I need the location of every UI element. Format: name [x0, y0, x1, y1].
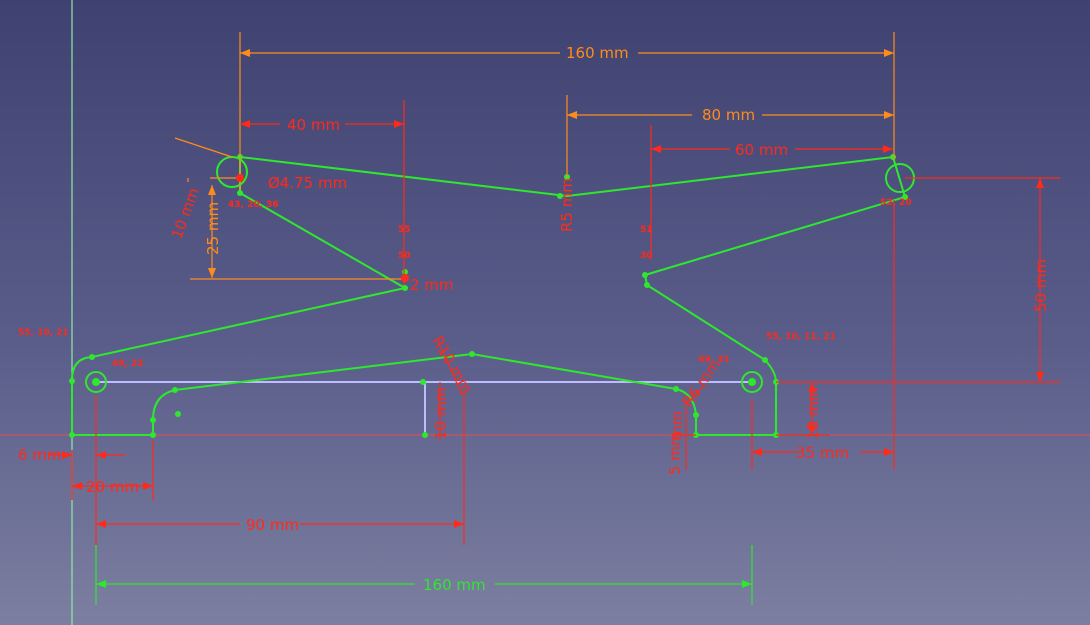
constraint-tag: 55, 10, 21: [18, 328, 69, 338]
orange-dimensions: [174, 32, 895, 280]
constraint-tag: 51: [640, 225, 653, 235]
dim-label-25: 25 mm: [204, 202, 222, 255]
dim-label-top-160: 160 mm: [566, 44, 629, 62]
dim-label-center-10: 10 mm: [432, 387, 450, 440]
dim-label-r5: R5 mm: [558, 178, 576, 232]
dim-label-20: 20 mm: [86, 478, 139, 496]
constraint-tag: 55: [398, 225, 411, 235]
constraint-tags: 55, 10, 21 49, 22 55, 10, 11, 21 49, 31 …: [18, 198, 912, 369]
dim-label-2: 2 mm: [410, 276, 454, 294]
bottom-right-hole: [741, 371, 763, 393]
constraint-tag: 52, 20: [880, 198, 912, 208]
dim-label-35: 35 mm: [796, 444, 849, 462]
green-dimension: [95, 545, 753, 605]
constraint-tag: 30: [640, 251, 653, 261]
dim-label-5: 5 mm: [666, 431, 684, 475]
green-arrows: [96, 580, 752, 588]
dim-label-80: 80 mm: [702, 106, 755, 124]
bottom-left-hole: [85, 371, 107, 393]
vertex-point: [748, 378, 756, 386]
dim-label-6: 6 mm: [18, 446, 62, 464]
constraint-tag: 49, 22: [112, 359, 144, 369]
dim-label-50: 50 mm: [1032, 259, 1050, 312]
orange-arrows: [208, 49, 894, 278]
red-arrows: [62, 120, 1044, 528]
constraint-tag: 43, 20, 36: [228, 200, 279, 210]
constraint-tag: 55, 10, 11, 21: [766, 332, 836, 342]
vertex-point: [92, 378, 100, 386]
vertex-points: [69, 154, 908, 438]
dim-label-60: 60 mm: [735, 141, 788, 159]
left-hole: [216, 156, 248, 188]
dim-label-10: 10 mm: [168, 185, 203, 241]
dim-label-small-mm: mm: [668, 411, 686, 440]
constraint-tag: 49, 31: [698, 355, 730, 365]
dim-label-diameter: Ø4.75 mm: [268, 174, 347, 192]
dim-label-40: 40 mm: [287, 116, 340, 134]
dim-label-90: 90 mm: [246, 516, 299, 534]
constraint-tag: 50: [398, 251, 411, 261]
dim-label-bottom-160: 160 mm: [423, 576, 486, 594]
dim-label-18: 18 mm: [804, 387, 822, 440]
